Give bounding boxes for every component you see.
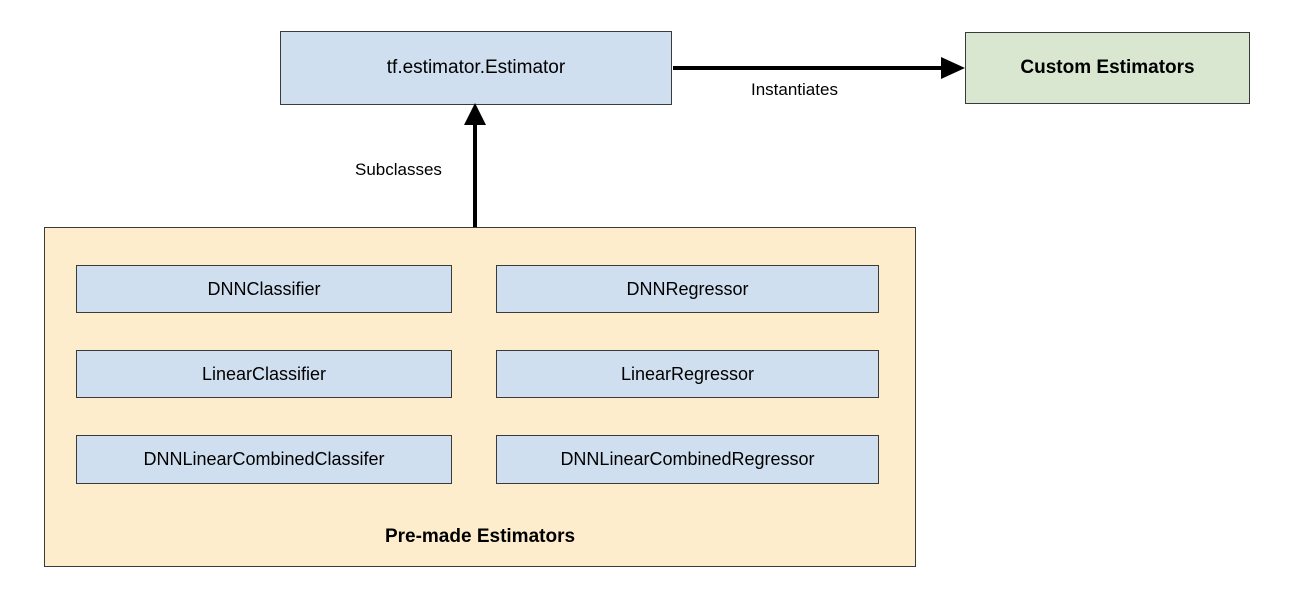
node-custom-estimators-label: Custom Estimators bbox=[1020, 57, 1195, 79]
edge-instantiates-label: Instantiates bbox=[751, 80, 838, 99]
node-custom-estimators[interactable]: Custom Estimators bbox=[965, 32, 1250, 104]
group-premade-estimators: DNNClassifier DNNRegressor LinearClassif… bbox=[44, 227, 916, 567]
edge-instantiates-line bbox=[673, 66, 945, 70]
node-dnnregressor[interactable]: DNNRegressor bbox=[496, 265, 879, 313]
edge-subclasses-label: Subclasses bbox=[355, 160, 442, 179]
node-dnnclassifier[interactable]: DNNClassifier bbox=[76, 265, 452, 313]
node-dnnlinearcombinedregressor[interactable]: DNNLinearCombinedRegressor bbox=[496, 435, 879, 484]
node-dnnlinearcombinedclassifer[interactable]: DNNLinearCombinedClassifer bbox=[76, 435, 452, 484]
node-tf-estimator-estimator[interactable]: tf.estimator.Estimator bbox=[280, 31, 672, 105]
node-dnnlinearcombinedregressor-label: DNNLinearCombinedRegressor bbox=[560, 449, 815, 470]
arrowhead-right-icon bbox=[941, 57, 965, 79]
edge-subclasses-line bbox=[473, 120, 477, 228]
node-linearregressor-label: LinearRegressor bbox=[620, 363, 755, 384]
node-linearclassifier-label: LinearClassifier bbox=[201, 363, 327, 384]
node-dnnregressor-label: DNNRegressor bbox=[626, 278, 749, 299]
node-linearclassifier[interactable]: LinearClassifier bbox=[76, 350, 452, 398]
group-premade-estimators-label: Pre-made Estimators bbox=[384, 526, 576, 548]
node-dnnclassifier-label: DNNClassifier bbox=[207, 278, 321, 299]
node-dnnlinearcombinedclassifer-label: DNNLinearCombinedClassifer bbox=[143, 449, 385, 470]
node-tf-estimator-estimator-label: tf.estimator.Estimator bbox=[386, 57, 566, 79]
arrowhead-up-icon bbox=[464, 103, 486, 125]
node-linearregressor[interactable]: LinearRegressor bbox=[496, 350, 879, 398]
